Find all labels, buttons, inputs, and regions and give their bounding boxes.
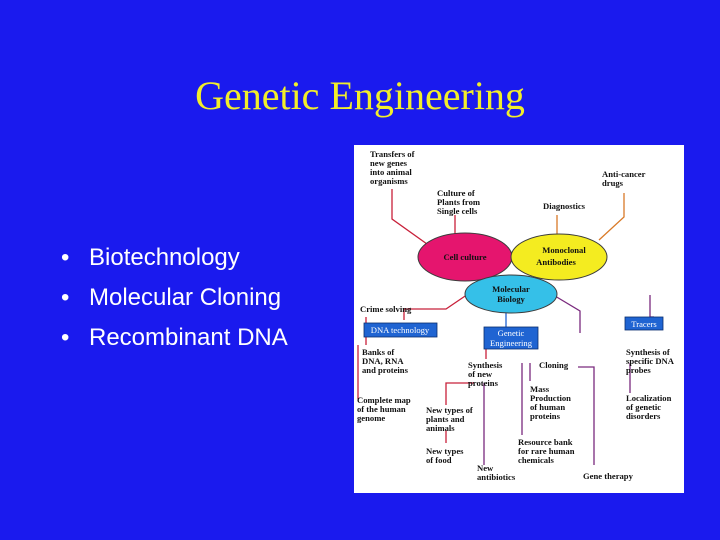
svg-text:Banks of: Banks of (362, 347, 394, 357)
svg-text:New: New (477, 463, 494, 473)
molecular-label: Molecular (492, 284, 530, 294)
biotechnology-concept-diagram: Cell culture Monoclonal Antibodies Molec… (354, 145, 684, 493)
bullet-item: Biotechnology (58, 238, 288, 278)
svg-text:Plants from: Plants from (437, 197, 481, 207)
bullet-item: Molecular Cloning (58, 278, 288, 318)
biology-label: Biology (497, 294, 525, 304)
dna-technology-box (363, 322, 438, 338)
svg-text:drugs: drugs (602, 178, 624, 188)
svg-text:Single cells: Single cells (437, 206, 478, 216)
connector-line (549, 292, 581, 333)
bullet-item: Recombinant DNA (58, 318, 288, 358)
tracers-box (624, 316, 664, 331)
connector-line (598, 193, 625, 241)
svg-text:Anti-cancer: Anti-cancer (602, 169, 646, 179)
svg-text:animals: animals (426, 423, 455, 433)
svg-text:into animal: into animal (370, 167, 412, 177)
svg-text:Production: Production (530, 393, 571, 403)
svg-text:and proteins: and proteins (362, 365, 409, 375)
slide-title: Genetic Engineering (195, 73, 525, 118)
svg-text:of the human: of the human (357, 404, 406, 414)
svg-text:antibiotics: antibiotics (477, 472, 516, 482)
svg-text:disorders: disorders (626, 411, 661, 421)
tracers-label: Tracers (631, 319, 657, 329)
cell-culture-label: Cell culture (443, 252, 486, 262)
svg-text:Mass: Mass (530, 384, 550, 394)
connector-line (391, 189, 435, 250)
genetic-engineering-box (483, 326, 539, 350)
svg-text:specific DNA: specific DNA (626, 356, 675, 366)
svg-text:plants and: plants and (426, 414, 465, 424)
synthesis-probes-text: Synthesis of specific DNA probes (626, 347, 675, 375)
svg-text:Resource bank: Resource bank (518, 437, 573, 447)
svg-text:New types: New types (426, 446, 464, 456)
cloning-text: Cloning (539, 360, 569, 370)
svg-text:for rare human: for rare human (518, 446, 575, 456)
mass-production-text: Mass Production of human proteins (530, 384, 571, 421)
svg-text:Culture of: Culture of (437, 188, 475, 198)
svg-text:New types of: New types of (426, 405, 473, 415)
svg-text:new genes: new genes (370, 158, 408, 168)
svg-text:of human: of human (530, 402, 565, 412)
svg-text:Complete map: Complete map (357, 395, 411, 405)
antibodies-label: Antibodies (536, 257, 576, 267)
svg-text:Synthesis: Synthesis (468, 360, 503, 370)
gene-therapy-text: Gene therapy (583, 471, 634, 481)
dna-technology-label: DNA technology (371, 325, 430, 335)
localization-text: Localization of genetic disorders (626, 393, 672, 421)
connector-lines (357, 189, 654, 465)
svg-text:proteins: proteins (530, 411, 561, 421)
genetic-label: Genetic (498, 328, 525, 338)
resource-bank-text: Resource bank for rare human chemicals (518, 437, 575, 465)
connector-line (578, 366, 595, 465)
new-types-plants-text: New types of plants and animals (426, 405, 473, 433)
connector-line (403, 289, 475, 320)
banks-text: Banks of DNA, RNA and proteins (362, 347, 409, 375)
crime-solving-text: Crime solving (360, 304, 412, 314)
svg-text:organisms: organisms (370, 176, 408, 186)
svg-text:DNA, RNA: DNA, RNA (362, 356, 404, 366)
monoclonal-label: Monoclonal (542, 245, 586, 255)
new-antibiotics-text: New antibiotics (477, 463, 516, 482)
svg-text:chemicals: chemicals (518, 455, 554, 465)
engineering-label: Engineering (490, 338, 533, 348)
bullet-list: Biotechnology Molecular Cloning Recombin… (58, 238, 288, 358)
svg-text:Localization: Localization (626, 393, 672, 403)
svg-text:probes: probes (626, 365, 651, 375)
molecular-biology-oval (464, 274, 558, 314)
svg-text:of food: of food (426, 455, 452, 465)
svg-text:of new: of new (468, 369, 493, 379)
connector-line (445, 382, 474, 405)
diagnostics-text: Diagnostics (543, 201, 586, 211)
svg-text:genome: genome (357, 413, 385, 423)
svg-text:Synthesis of: Synthesis of (626, 347, 670, 357)
synthesis-proteins-text: Synthesis of new proteins (468, 360, 503, 388)
complete-map-text: Complete map of the human genome (357, 395, 411, 423)
svg-text:proteins: proteins (468, 378, 499, 388)
transfers-text: Transfers of new genes into animal organ… (370, 149, 415, 186)
monoclonal-antibodies-oval (510, 233, 608, 281)
anticancer-text: Anti-cancer drugs (602, 169, 646, 188)
new-types-food-text: New types of food (426, 446, 464, 465)
svg-text:of genetic: of genetic (626, 402, 661, 412)
culture-plants-text: Culture of Plants from Single cells (437, 188, 481, 216)
svg-text:Transfers of: Transfers of (370, 149, 415, 159)
